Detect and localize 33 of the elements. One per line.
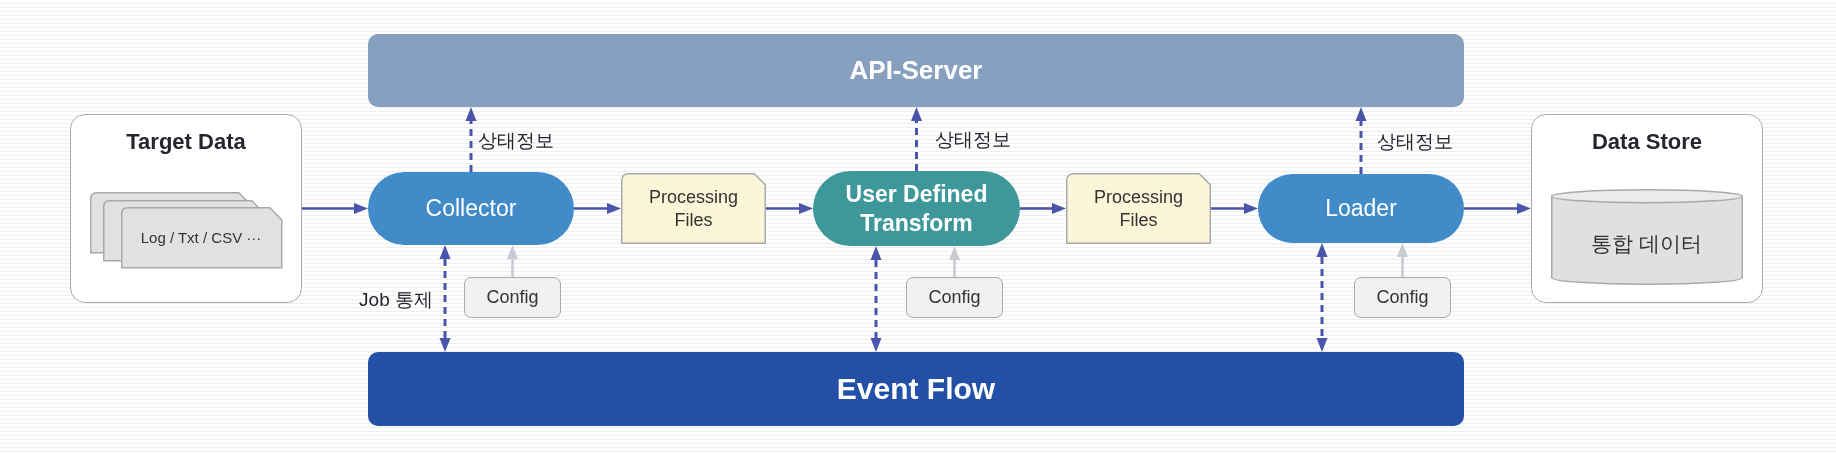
process-pill: Loader bbox=[1258, 174, 1464, 243]
arrow bbox=[1211, 203, 1258, 214]
edge-label: 상태정보 bbox=[478, 129, 554, 153]
arrow bbox=[507, 245, 518, 277]
document-card: Processing Files bbox=[1066, 173, 1211, 244]
arrow bbox=[949, 246, 960, 277]
dashed-arrow bbox=[1355, 107, 1367, 174]
process-pill: Collector bbox=[368, 172, 574, 245]
edge-label: Job 통제 bbox=[359, 288, 433, 312]
box-title: Target Data bbox=[125, 129, 247, 155]
arrow bbox=[766, 203, 813, 214]
config-box: Config bbox=[464, 277, 561, 318]
container-box bbox=[70, 114, 302, 303]
config-box: Config bbox=[906, 277, 1003, 318]
document-card: Processing Files bbox=[621, 173, 766, 244]
box-title: Data Store bbox=[1590, 129, 1703, 155]
edge-label: 상태정보 bbox=[934, 128, 1011, 152]
dashed-arrow bbox=[1316, 243, 1328, 352]
dashed-arrow bbox=[870, 246, 882, 352]
dashed-arrow bbox=[911, 107, 922, 171]
dashed-arrow bbox=[465, 107, 477, 172]
arrow bbox=[1397, 243, 1408, 277]
event-bar: Event Flow bbox=[368, 352, 1464, 426]
dashed-arrow bbox=[439, 245, 451, 352]
config-box: Config bbox=[1354, 277, 1451, 318]
arrow bbox=[574, 203, 621, 214]
container-box bbox=[1531, 114, 1763, 303]
server-bar: API-Server bbox=[368, 34, 1464, 107]
edge-label: 상태정보 bbox=[1377, 130, 1453, 154]
arrow bbox=[1020, 203, 1066, 214]
process-pill: User Defined Transform bbox=[813, 171, 1020, 246]
arrow bbox=[302, 203, 368, 214]
arrow bbox=[1464, 203, 1531, 214]
